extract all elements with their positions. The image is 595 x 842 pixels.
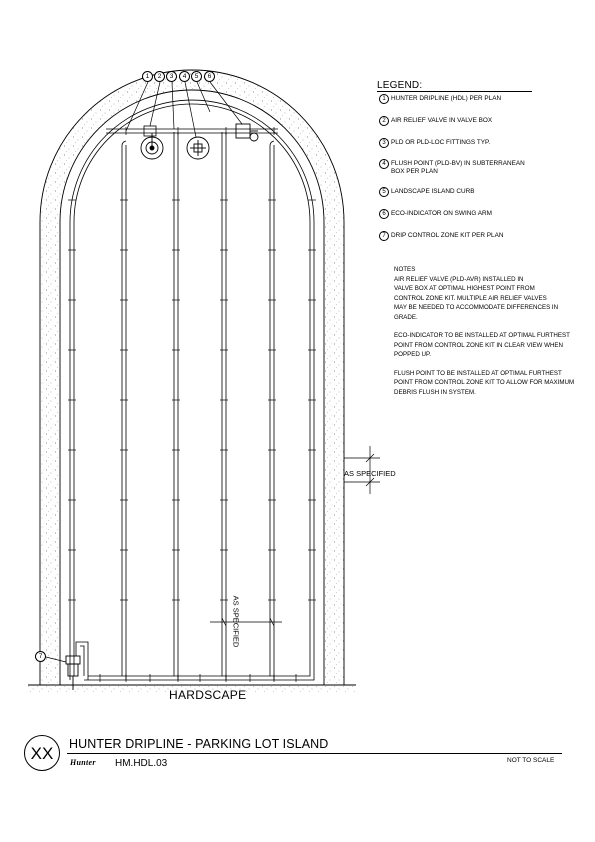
legend-number: 3 xyxy=(379,138,389,148)
legend-text: ECO-INDICATOR ON SWING ARM xyxy=(391,210,492,217)
legend-item: 3 PLD OR PLD-LOC FITTINGS TYP. xyxy=(379,138,541,148)
legend-item: 6 ECO-INDICATOR ON SWING ARM xyxy=(379,209,541,219)
dimension-right xyxy=(344,446,380,494)
supply-riser xyxy=(75,641,89,680)
note-paragraph: AIR RELIEF VALVE (PLD-AVR) INSTALLED IN … xyxy=(394,275,559,321)
scale-note: NOT TO SCALE xyxy=(507,757,555,764)
legend-text: DRIP CONTROL ZONE KIT PER PLAN xyxy=(391,232,504,239)
legend-number: 6 xyxy=(379,209,389,219)
legend-text: FLUSH POINT (PLD-BV) IN SUBTERRANEAN BOX… xyxy=(391,160,525,175)
legend-item: 2 AIR RELIEF VALVE IN VALVE BOX xyxy=(379,116,541,126)
legend-text: HUNTER DRIPLINE (HDL) PER PLAN xyxy=(391,95,502,102)
lateral-mid-left xyxy=(173,132,179,680)
notes-title: NOTES xyxy=(394,266,416,273)
legend-item: 1 HUNTER DRIPLINE (HDL) PER PLAN xyxy=(379,94,541,104)
dimension-spacing xyxy=(210,617,282,627)
legend-item: 7 DRIP CONTROL ZONE KIT PER PLAN xyxy=(379,231,541,241)
fittings-header xyxy=(125,127,275,135)
legend-item: 5 LANDSCAPE ISLAND CURB xyxy=(379,187,541,197)
air-relief-valve-box xyxy=(140,133,164,160)
legend-number: 1 xyxy=(379,94,389,104)
callout-6: 6 xyxy=(204,71,215,82)
legend-item: 4 FLUSH POINT (PLD-BV) IN SUBTERRANEAN B… xyxy=(379,159,541,176)
callout-4: 4 xyxy=(179,71,190,82)
notes-block: NOTES AIR RELIEF VALVE (PLD-AVR) INSTALL… xyxy=(394,265,579,406)
legend-number: 7 xyxy=(379,231,389,241)
eco-indicator xyxy=(235,123,259,142)
dripline-laterals xyxy=(69,99,315,681)
callout-1: 1 xyxy=(142,71,153,82)
fittings-vertical xyxy=(68,199,316,601)
note-paragraph: ECO-INDICATOR TO BE INSTALLED AT OPTIMAL… xyxy=(394,332,570,358)
callout-7: 7 xyxy=(35,651,46,662)
drawing-number: HM.HDL.03 xyxy=(115,758,168,769)
title-divider xyxy=(67,753,562,754)
lateral-mid-right xyxy=(221,132,227,680)
perimeter-lateral-inner xyxy=(73,103,311,677)
lateral-left xyxy=(121,140,127,680)
hardscape-ground xyxy=(28,684,356,693)
drip-control-zone-kit xyxy=(65,655,81,690)
flush-point-box xyxy=(186,136,210,160)
landscape-island-curb xyxy=(39,69,345,686)
valve-boxes-header xyxy=(143,125,157,137)
hardscape-label: HARDSCAPE xyxy=(169,688,247,702)
note-paragraph: FLUSH POINT TO BE INSTALLED AT OPTIMAL F… xyxy=(394,369,575,396)
legend-title: LEGEND: xyxy=(377,80,423,91)
legend-number: 2 xyxy=(379,116,389,126)
drawing-title: HUNTER DRIPLINE - PARKING LOT ISLAND xyxy=(69,737,329,751)
callout-5: 5 xyxy=(191,71,202,82)
dimension-label-right: AS SPECIFIED xyxy=(344,469,396,478)
perimeter-lateral-outer xyxy=(69,99,315,681)
legend-number: 4 xyxy=(379,159,389,169)
legend-divider xyxy=(377,91,532,92)
brand-logo: Hunter xyxy=(70,758,96,767)
legend-number: 5 xyxy=(379,187,389,197)
callout-leaders xyxy=(45,81,243,663)
header-pipe xyxy=(106,128,278,134)
fittings-marks xyxy=(68,127,316,682)
legend-text: LANDSCAPE ISLAND CURB xyxy=(391,188,475,195)
dimension-label-spacing: AS SPECIFIED xyxy=(231,595,241,648)
callout-2: 2 xyxy=(154,71,165,82)
detail-tag: XX xyxy=(24,735,60,771)
lateral-right xyxy=(269,140,275,680)
callout-3: 3 xyxy=(166,71,177,82)
legend-text: PLD OR PLD-LOC FITTINGS TYP. xyxy=(391,139,491,146)
fittings-bottom xyxy=(99,674,297,682)
legend-text: AIR RELIEF VALVE IN VALVE BOX xyxy=(391,117,493,124)
